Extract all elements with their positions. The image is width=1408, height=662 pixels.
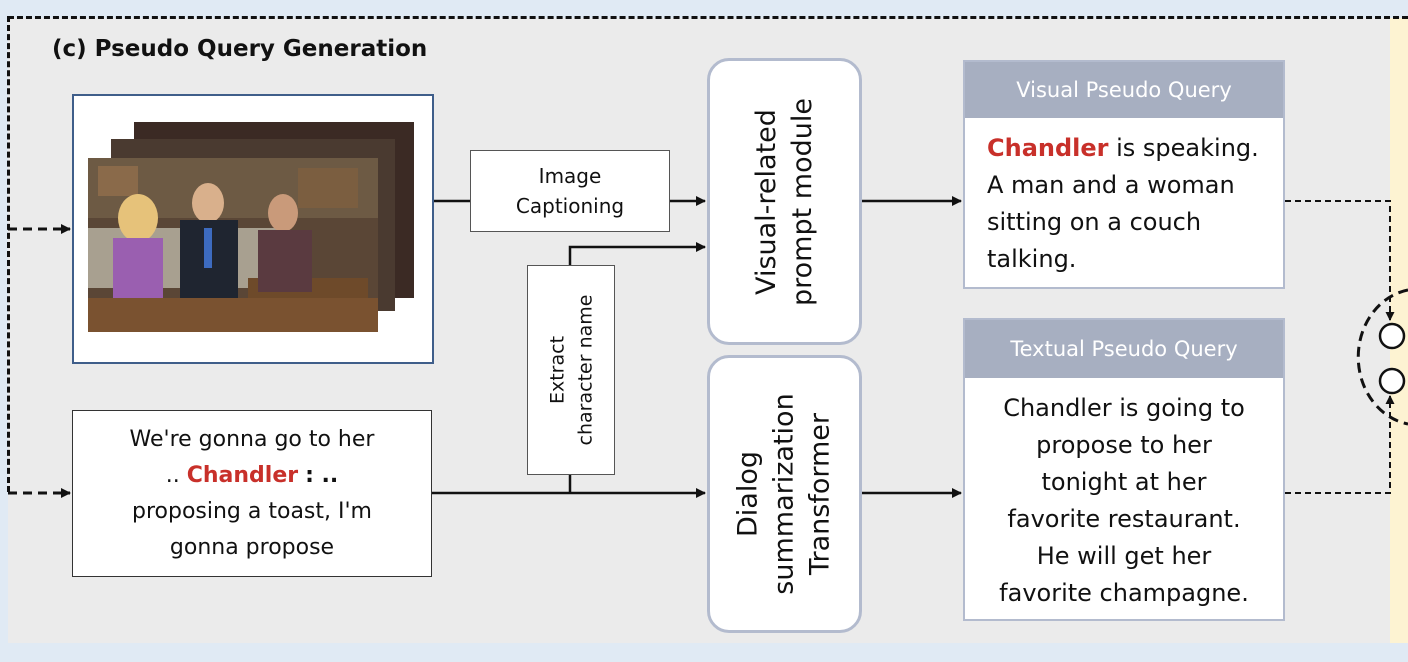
dashed-border-top: [8, 16, 1408, 19]
dialog-transcript-box: We're gonna go to her .. Chandler : .. p…: [72, 410, 432, 577]
dialog-line-1: We're gonna go to her: [129, 426, 375, 452]
tv-scene-illustration: [88, 158, 378, 332]
visual-query-body: Chandler is speaking. A man and a woman …: [965, 118, 1283, 278]
extract-character-name-box: Extract character name: [527, 265, 615, 475]
visual-query-line-1: Chandler is speaking.: [987, 130, 1263, 167]
textual-query-line-4: favorite restaurant.: [1007, 505, 1241, 533]
visual-query-line-3: sitting on a couch: [987, 208, 1202, 236]
dialog-speaker-name: Chandler: [186, 462, 299, 488]
textual-query-line-2: propose to her: [1036, 431, 1212, 459]
textual-query-header: Textual Pseudo Query: [965, 320, 1283, 378]
image-captioning-line-2: Captioning: [515, 194, 625, 218]
textual-query-body: Chandler is going to propose to her toni…: [965, 378, 1283, 612]
textual-query-line-5: He will get her: [1036, 542, 1212, 570]
fusion-node-bottom: [1378, 367, 1406, 395]
dialog-line-2: .. Chandler : ..: [166, 458, 339, 494]
textual-query-line-6: favorite champagne.: [999, 579, 1249, 607]
dialog-line-2-suffix: : ..: [305, 462, 339, 488]
image-captioning-box: Image Captioning: [470, 150, 670, 232]
visual-query-name: Chandler: [987, 134, 1109, 162]
visual-query-line-1-rest: is speaking.: [1108, 134, 1259, 162]
dialog-line-4: gonna propose: [169, 534, 335, 560]
image-captioning-line-1: Image: [538, 164, 602, 188]
dialog-summarization-module: Dialog summarization Transformer: [707, 355, 862, 633]
fusion-dashed-arc: [1356, 288, 1408, 426]
visual-prompt-module: Visual-related prompt module: [707, 58, 862, 345]
dashed-visual-query-output: [1285, 200, 1395, 321]
visual-query-line-4: talking.: [987, 245, 1077, 273]
arrow-extract-to-visual-module: [568, 242, 706, 265]
textual-pseudo-query-card: Textual Pseudo Query Chandler is going t…: [963, 318, 1285, 621]
dialog-line-2-prefix: ..: [165, 462, 180, 488]
dashed-border-left: [7, 16, 10, 492]
visual-query-line-2: A man and a woman: [987, 171, 1235, 199]
dashed-textual-query-output: [1285, 395, 1395, 494]
textual-query-line-1: Chandler is going to: [1003, 394, 1245, 422]
tv-scene-frames-icon: [88, 158, 378, 332]
fusion-node-top: [1378, 322, 1406, 350]
textual-query-line-3: tonight at her: [1041, 468, 1207, 496]
panel-title: (c) Pseudo Query Generation: [52, 36, 428, 62]
visual-pseudo-query-card: Visual Pseudo Query Chandler is speaking…: [963, 60, 1285, 289]
visual-query-header: Visual Pseudo Query: [965, 62, 1283, 118]
dialog-line-3: proposing a toast, I'm: [132, 498, 372, 524]
